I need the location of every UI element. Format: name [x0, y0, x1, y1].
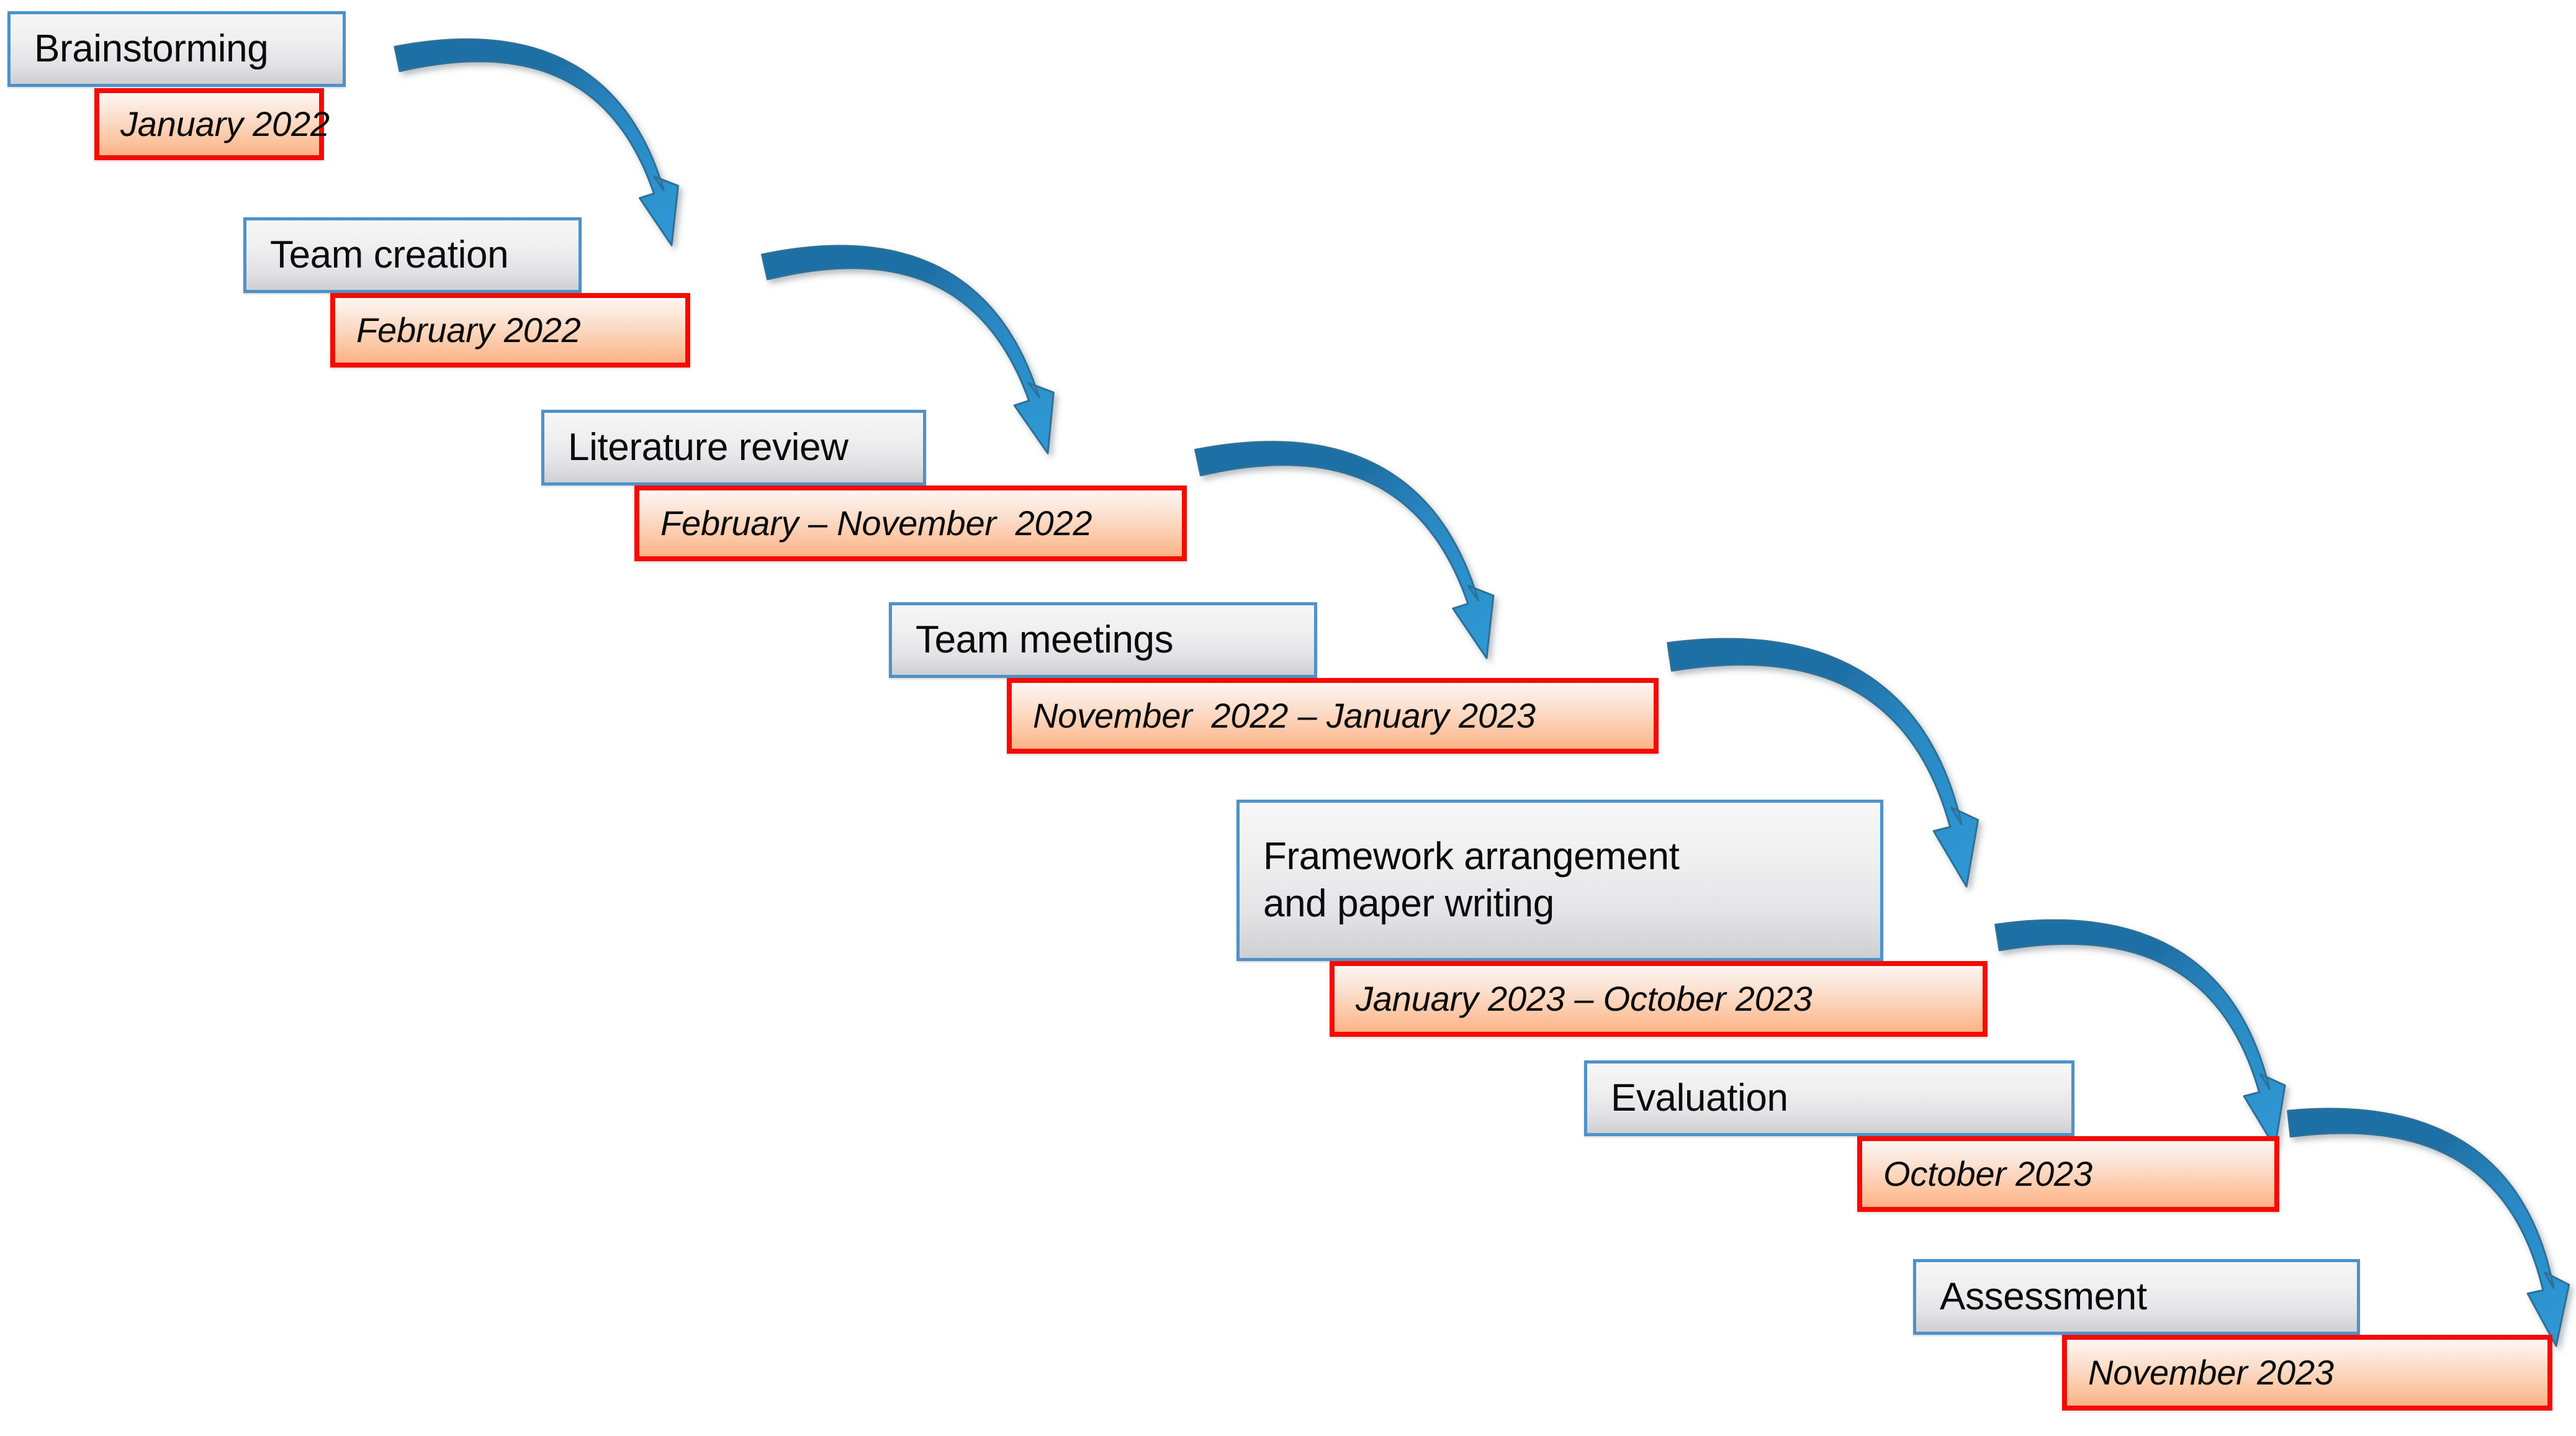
phase-label-evaluation: Evaluation: [1611, 1077, 1788, 1120]
phase-label-team-meetings: Team meetings: [916, 618, 1174, 662]
phase-label-framework-arrangement: Framework arrangement and paper writing: [1263, 835, 1680, 925]
date-label-team-creation: February 2022: [356, 310, 581, 350]
phase-label-brainstorming: Brainstorming: [34, 27, 269, 71]
phase-box-assessment[interactable]: Assessment: [1913, 1259, 2360, 1335]
phase-box-framework-arrangement[interactable]: Framework arrangement and paper writing: [1236, 800, 1883, 961]
date-box-team-meetings[interactable]: November 2022 – January 2023: [1007, 678, 1659, 754]
date-box-assessment[interactable]: November 2023: [2062, 1335, 2552, 1411]
date-label-team-meetings: November 2022 – January 2023: [1033, 696, 1536, 736]
date-label-assessment: November 2023: [2088, 1353, 2334, 1393]
phase-box-literature-review[interactable]: Literature review: [541, 410, 926, 485]
phase-box-team-meetings[interactable]: Team meetings: [889, 602, 1317, 678]
phase-box-team-creation[interactable]: Team creation: [243, 217, 582, 293]
phase-box-evaluation[interactable]: Evaluation: [1584, 1060, 2074, 1136]
date-box-framework-arrangement[interactable]: January 2023 – October 2023: [1330, 961, 1988, 1037]
flow-arrow-brainstorming: [394, 38, 679, 246]
phase-box-brainstorming[interactable]: Brainstorming: [7, 11, 346, 87]
date-box-literature-review[interactable]: February – November 2022: [634, 485, 1187, 561]
date-label-literature-review: February – November 2022: [660, 504, 1092, 543]
date-label-evaluation: October 2023: [1883, 1154, 2092, 1194]
date-label-brainstorming: January 2022: [120, 104, 330, 144]
date-label-framework-arrangement: January 2023 – October 2023: [1356, 979, 1813, 1019]
date-box-evaluation[interactable]: October 2023: [1857, 1136, 2279, 1212]
date-box-brainstorming[interactable]: January 2022: [94, 88, 330, 160]
phase-label-assessment: Assessment: [1940, 1275, 2147, 1319]
phase-label-team-creation: Team creation: [270, 233, 509, 277]
date-box-team-creation[interactable]: February 2022: [330, 293, 690, 368]
phase-label-literature-review: Literature review: [568, 426, 849, 469]
